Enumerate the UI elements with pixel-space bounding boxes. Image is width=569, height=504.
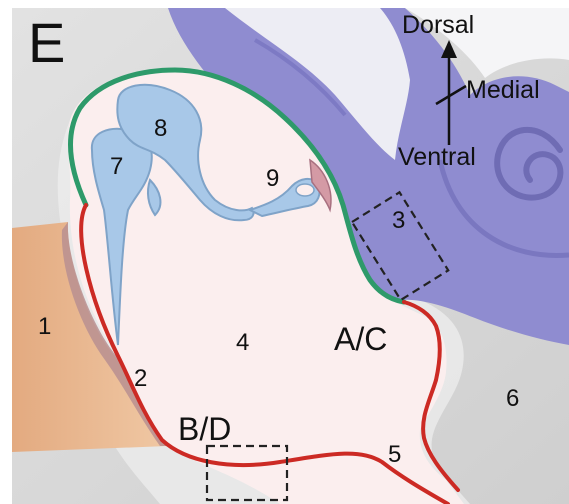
dorsal-label: Dorsal <box>402 11 474 39</box>
box-ac-label: A/C <box>334 321 387 357</box>
region-8-label: 8 <box>154 115 167 142</box>
medial-label: Medial <box>466 76 540 104</box>
region-6-label: 6 <box>506 385 519 412</box>
panel-label: E <box>28 11 65 74</box>
region-4-label: 4 <box>236 329 249 356</box>
region-1-label: 1 <box>38 313 51 340</box>
region-9-label: 9 <box>266 165 279 192</box>
region-5-label: 5 <box>388 441 401 468</box>
region-7-label: 7 <box>110 153 123 180</box>
stapes-footplate-hole <box>296 184 314 196</box>
region-3-label: 3 <box>392 207 405 234</box>
box-bd-label: B/D <box>178 411 231 447</box>
ventral-label: Ventral <box>398 143 476 171</box>
region-2-label: 2 <box>134 365 147 392</box>
